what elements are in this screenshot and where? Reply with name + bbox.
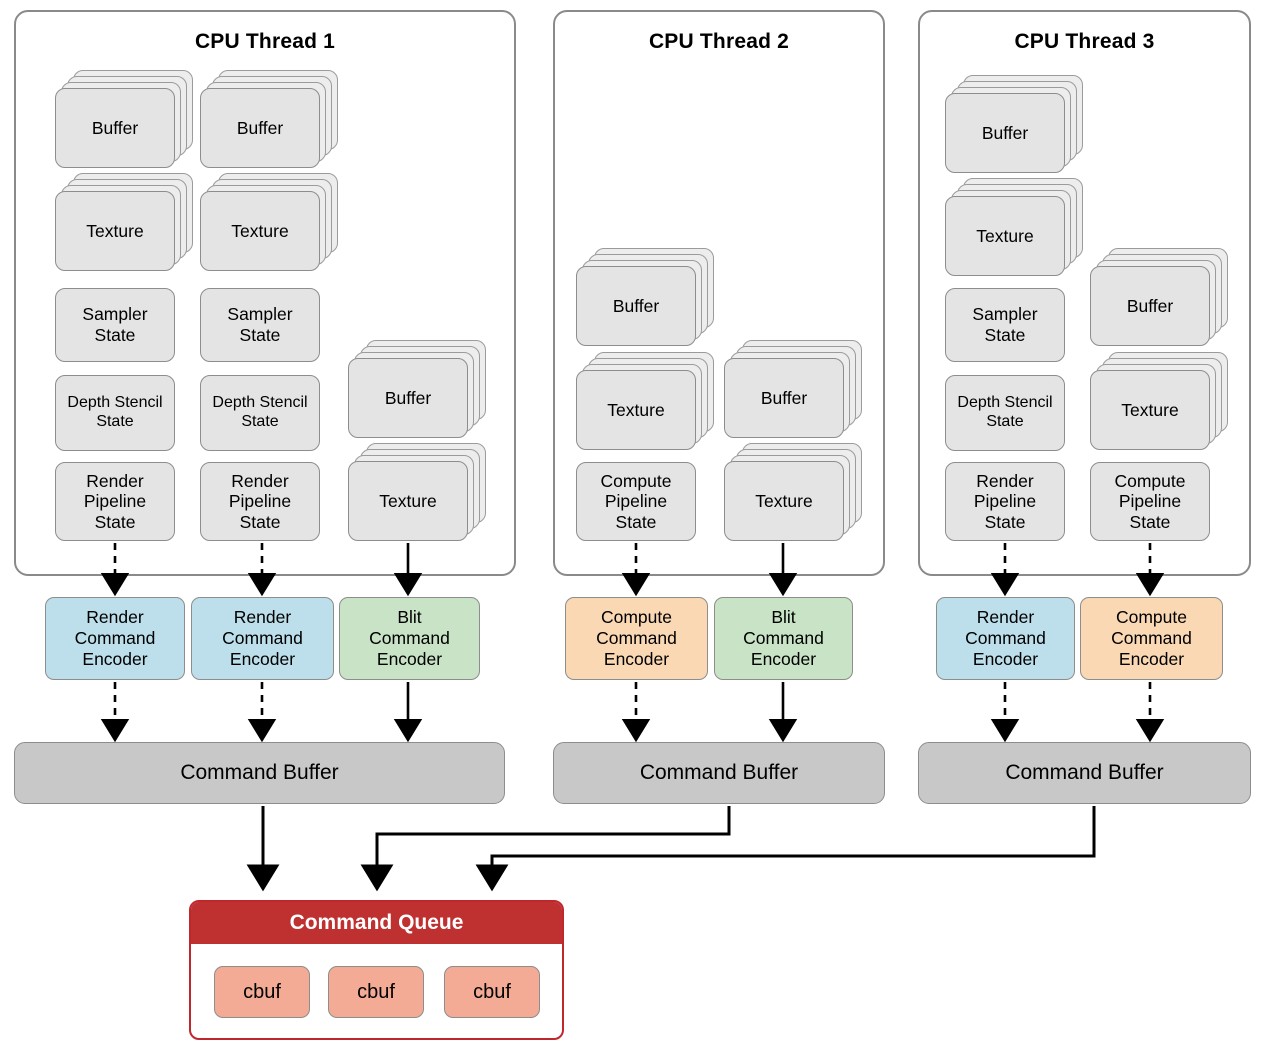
cbuf-item[interactable]: cbuf <box>214 966 310 1018</box>
command-buffer[interactable]: Command Buffer <box>553 742 885 804</box>
resource-card-buffer[interactable]: Buffer <box>200 88 320 168</box>
cbuf-label: cbuf <box>357 980 395 1003</box>
resource-card-texture[interactable]: Texture <box>576 370 696 450</box>
card-label: Buffer <box>981 122 1029 143</box>
resource-card-texture[interactable]: Texture <box>945 196 1065 276</box>
command-buffer[interactable]: Command Buffer <box>918 742 1251 804</box>
thread-title: CPU Thread 3 <box>1014 30 1155 53</box>
card-label: Texture <box>1121 399 1179 420</box>
card-label: Texture <box>86 220 144 241</box>
card-label: Texture <box>976 225 1034 246</box>
card-label: Buffer <box>236 117 284 138</box>
card-label: Buffer <box>760 387 808 408</box>
card-label: Texture <box>755 490 813 511</box>
card-label: Buffer <box>1126 295 1174 316</box>
command-buffer[interactable]: Command Buffer <box>14 742 505 804</box>
resource-card-buffer[interactable]: Buffer <box>55 88 175 168</box>
resource-card-buffer[interactable]: Buffer <box>348 358 468 438</box>
command-queue-title: Command Queue <box>191 902 562 944</box>
resource-card-buffer[interactable]: Buffer <box>1090 266 1210 346</box>
resource-card-buffer[interactable]: Buffer <box>945 93 1065 173</box>
thread-title: CPU Thread 1 <box>194 30 336 53</box>
cbuf-label: cbuf <box>473 980 511 1003</box>
cbuf-item[interactable]: cbuf <box>328 966 424 1018</box>
card-label: Texture <box>607 399 665 420</box>
resource-card-texture[interactable]: Texture <box>724 461 844 541</box>
thread-title: CPU Thread 2 <box>648 30 790 53</box>
command-buffer-label: Command Buffer <box>639 761 799 784</box>
resource-card-buffer[interactable]: Buffer <box>576 266 696 346</box>
cbuf-label: cbuf <box>243 980 281 1003</box>
resource-card-texture[interactable]: Texture <box>348 461 468 541</box>
card-label: Texture <box>379 490 437 511</box>
card-label: Buffer <box>384 387 432 408</box>
arrow-command-buffer-2-to-queue <box>360 806 731 892</box>
command-buffer-label: Command Buffer <box>1005 761 1164 784</box>
card-label: Buffer <box>612 295 660 316</box>
cbuf-item[interactable]: cbuf <box>444 966 540 1018</box>
card-label: Buffer <box>91 117 139 138</box>
arrow-command-buffer-3-to-queue <box>475 806 1096 892</box>
command-buffer-label: Command Buffer <box>180 761 339 784</box>
resource-card-texture[interactable]: Texture <box>1090 370 1210 450</box>
resource-card-texture[interactable]: Texture <box>200 191 320 271</box>
card-label: Texture <box>231 220 289 241</box>
resource-card-texture[interactable]: Texture <box>55 191 175 271</box>
resource-card-buffer[interactable]: Buffer <box>724 358 844 438</box>
